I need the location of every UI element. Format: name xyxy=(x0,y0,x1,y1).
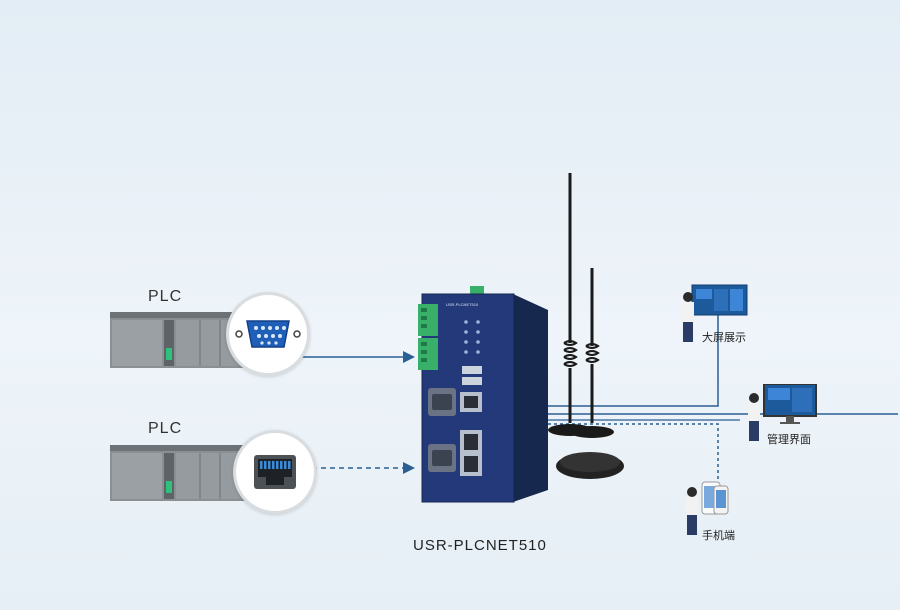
antennas xyxy=(548,173,624,479)
admin-target xyxy=(744,383,824,444)
mobile-target xyxy=(684,480,744,540)
plc-bottom-label: PLC xyxy=(148,420,183,437)
plc-top-label: PLC xyxy=(148,288,183,305)
plc-bottom-device xyxy=(110,445,245,501)
mobile-link-line xyxy=(548,423,719,484)
admin-label: 管理界面 xyxy=(767,433,811,446)
big-screen-label: 大屏展示 xyxy=(702,331,746,344)
big-screen-link-line xyxy=(548,314,719,407)
ethernet-port-badge xyxy=(233,430,317,514)
mobile-label: 手机端 xyxy=(702,529,735,542)
rj45-ethernet-icon xyxy=(254,455,296,489)
plc-top-device xyxy=(110,312,245,368)
device-model-label: USR-PLCNET510 xyxy=(413,537,547,554)
big-screen-target xyxy=(680,283,750,347)
gateway-device: USR-PLCNET510 xyxy=(418,280,553,510)
serial-port-badge xyxy=(226,292,310,376)
device-front-label: USR-PLCNET510 xyxy=(446,302,479,307)
db9-serial-icon xyxy=(235,320,301,348)
